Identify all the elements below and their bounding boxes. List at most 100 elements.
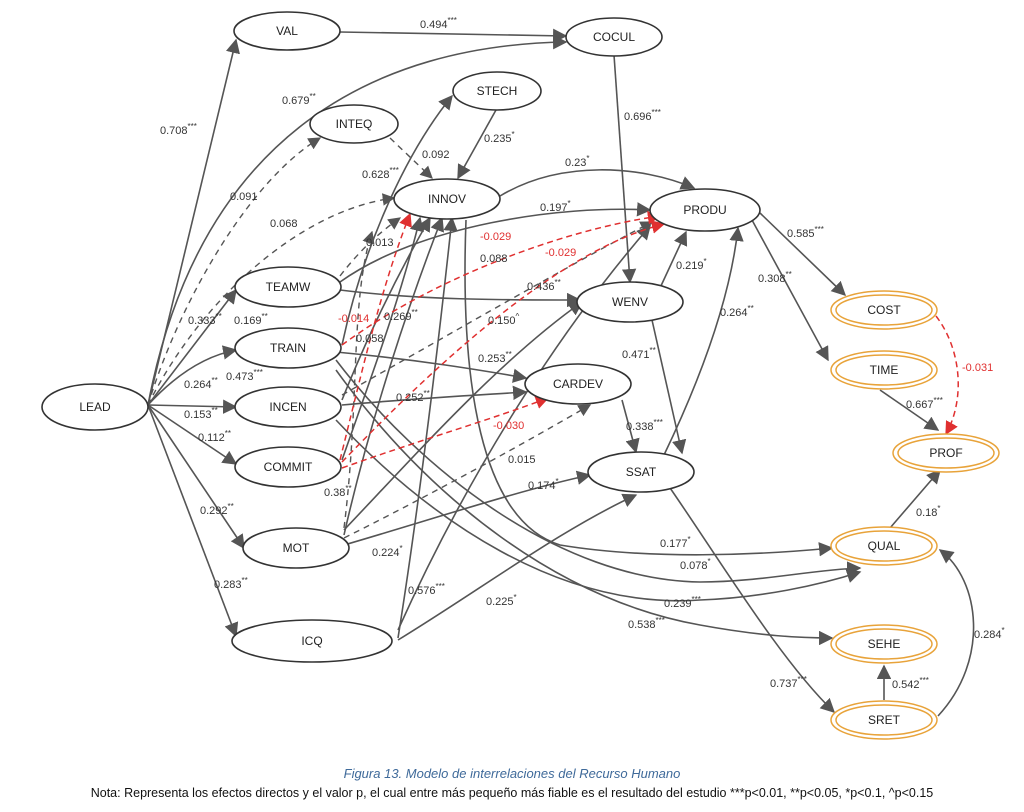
coef-sret-sehe: 0.542*** bbox=[892, 676, 929, 691]
edge-time-prof bbox=[879, 389, 940, 431]
coef-val-cocul: 0.494*** bbox=[420, 16, 457, 31]
coef-qual-prof: 0.18* bbox=[916, 504, 941, 519]
node-innov: INNOV bbox=[393, 178, 501, 220]
sem-path-diagram: LEAD VAL COCUL INTEQ STECH INNOV PRODU bbox=[41, 11, 1005, 740]
edge-val-cocul bbox=[339, 28, 568, 43]
edge-inteq-innov bbox=[389, 137, 433, 179]
edge-incen-innov bbox=[341, 216, 431, 401]
edge-commit-innov bbox=[339, 212, 412, 461]
coef-commit-produ: -0.029 bbox=[545, 247, 576, 259]
edge-train-qual bbox=[335, 359, 862, 583]
edge-produ-cost bbox=[759, 212, 847, 296]
edge-commit-cardev bbox=[341, 395, 550, 469]
coef-wenv-ssat: 0.471** bbox=[622, 346, 656, 361]
edge-mot-ssat bbox=[343, 470, 592, 546]
coef-lead-train2: 0.264** bbox=[184, 376, 218, 391]
edge-cocul-wenv bbox=[613, 54, 637, 284]
edge-lead-commit bbox=[147, 404, 238, 465]
edge-lead-cocul bbox=[147, 35, 568, 406]
coef-incen-produ: 0.088 bbox=[480, 253, 508, 265]
coef-commit-innov: -0.014 bbox=[338, 313, 369, 325]
node-time: TIME bbox=[830, 350, 938, 390]
svg-text:INCEN: INCEN bbox=[269, 400, 306, 414]
edge-lead-mot bbox=[147, 404, 245, 550]
coef-mot-wenv: 0.150^ bbox=[488, 312, 520, 327]
edge-teamw-wenv bbox=[339, 289, 582, 308]
svg-text:STECH: STECH bbox=[477, 84, 518, 98]
coef-icq-innov: 0.576*** bbox=[408, 582, 445, 597]
edge-ssat-sret bbox=[667, 484, 836, 713]
figure-note: Nota: Representa los efectos directos y … bbox=[90, 786, 934, 800]
coef-lead-mot: 0.292** bbox=[200, 502, 234, 517]
coef-incen-innov: 0.269** bbox=[384, 308, 418, 323]
edge-mot-innov2 bbox=[343, 230, 375, 529]
coef-lead-commit: 0.112** bbox=[198, 429, 231, 444]
coef-lead-innov: 0.068 bbox=[270, 218, 298, 230]
edge-ssat-produ bbox=[663, 226, 744, 456]
coef-wenv-produ: 0.219* bbox=[676, 257, 707, 272]
coef-produ-cost: 0.585*** bbox=[787, 225, 824, 240]
coef-train-stech: 0.628*** bbox=[362, 166, 399, 181]
svg-text:ICQ: ICQ bbox=[301, 634, 322, 648]
node-icq: ICQ bbox=[231, 619, 393, 663]
node-cost: COST bbox=[830, 290, 938, 330]
coef-train-qual: 0.078* bbox=[680, 557, 711, 572]
node-commit: COMMIT bbox=[234, 446, 342, 488]
coef-innov-qual: 0.177* bbox=[660, 535, 691, 550]
coef-mot-innov: 0.058 bbox=[356, 333, 384, 345]
edge-incen-cardev bbox=[341, 385, 528, 406]
edge-mot-cardev bbox=[343, 404, 592, 539]
coef-innov-produ: 0.23* bbox=[565, 154, 590, 169]
coef-cocul-wenv: 0.696*** bbox=[624, 108, 661, 123]
coef-ssat-produ: 0.264** bbox=[720, 304, 754, 319]
svg-text:QUAL: QUAL bbox=[868, 539, 901, 553]
coef-mot-ssat: 0.174* bbox=[528, 477, 559, 492]
figure-caption: Figura 13. Modelo de interrelaciones del… bbox=[343, 766, 681, 781]
node-wenv: WENV bbox=[576, 281, 684, 323]
node-cardev: CARDEV bbox=[524, 363, 632, 405]
coef-mot-produ: 0.224* bbox=[372, 544, 403, 559]
coef-teamw-innov: 0.013 bbox=[366, 237, 394, 249]
edge-innov-qual bbox=[464, 219, 834, 557]
coef-lead-cocul: 0.679** bbox=[282, 92, 316, 107]
coef-ssat-sret: 0.737*** bbox=[770, 675, 807, 690]
svg-text:TRAIN: TRAIN bbox=[270, 341, 306, 355]
svg-text:COMMIT: COMMIT bbox=[264, 460, 313, 474]
coef-cost-prof: -0.031 bbox=[962, 362, 993, 374]
edge-cardev-ssat bbox=[621, 399, 640, 454]
svg-text:INTEQ: INTEQ bbox=[336, 117, 373, 131]
coef-lead-teamw: 0.333** bbox=[188, 312, 222, 327]
svg-text:COCUL: COCUL bbox=[593, 30, 635, 44]
edge-commit-innov2 bbox=[341, 216, 424, 461]
edge-innov-produ bbox=[499, 169, 696, 197]
node-inteq: INTEQ bbox=[309, 104, 399, 144]
svg-text:PROF: PROF bbox=[929, 446, 962, 460]
coef-time-prof: 0.667*** bbox=[906, 396, 943, 411]
node-sehe: SEHE bbox=[830, 624, 938, 664]
node-sret: SRET bbox=[830, 700, 938, 740]
coef-commit-cardev: -0.030 bbox=[493, 420, 524, 432]
coef-commit-innov2: 0.38** bbox=[324, 484, 352, 499]
svg-text:VAL: VAL bbox=[276, 24, 298, 38]
coef-lead-icq: 0.283** bbox=[214, 576, 248, 591]
node-stech: STECH bbox=[452, 71, 542, 111]
coef-cardev-ssat: 0.338*** bbox=[626, 418, 663, 433]
svg-text:SSAT: SSAT bbox=[626, 465, 657, 479]
coef-train-produ: -0.029 bbox=[480, 231, 511, 243]
node-cocul: COCUL bbox=[565, 17, 663, 57]
edge-stech-innov bbox=[457, 109, 497, 180]
node-teamw: TEAMW bbox=[234, 266, 342, 308]
edge-lead-incen bbox=[147, 399, 238, 414]
edge-icq-ssat bbox=[397, 493, 638, 641]
svg-text:MOT: MOT bbox=[283, 541, 310, 555]
node-lead: LEAD bbox=[41, 383, 149, 431]
coef-inteq-innov: 0.092 bbox=[422, 149, 450, 161]
node-prof: PROF bbox=[892, 433, 1000, 473]
svg-text:WENV: WENV bbox=[612, 295, 648, 309]
edge-train-cardev bbox=[335, 351, 528, 383]
node-ssat: SSAT bbox=[587, 451, 695, 493]
edge-teamw-produ bbox=[339, 202, 652, 283]
edge-incen-qual bbox=[335, 419, 862, 602]
coef-stech-innov: 0.235* bbox=[484, 130, 515, 145]
coef-lead-incen: 0.473*** bbox=[226, 368, 263, 383]
